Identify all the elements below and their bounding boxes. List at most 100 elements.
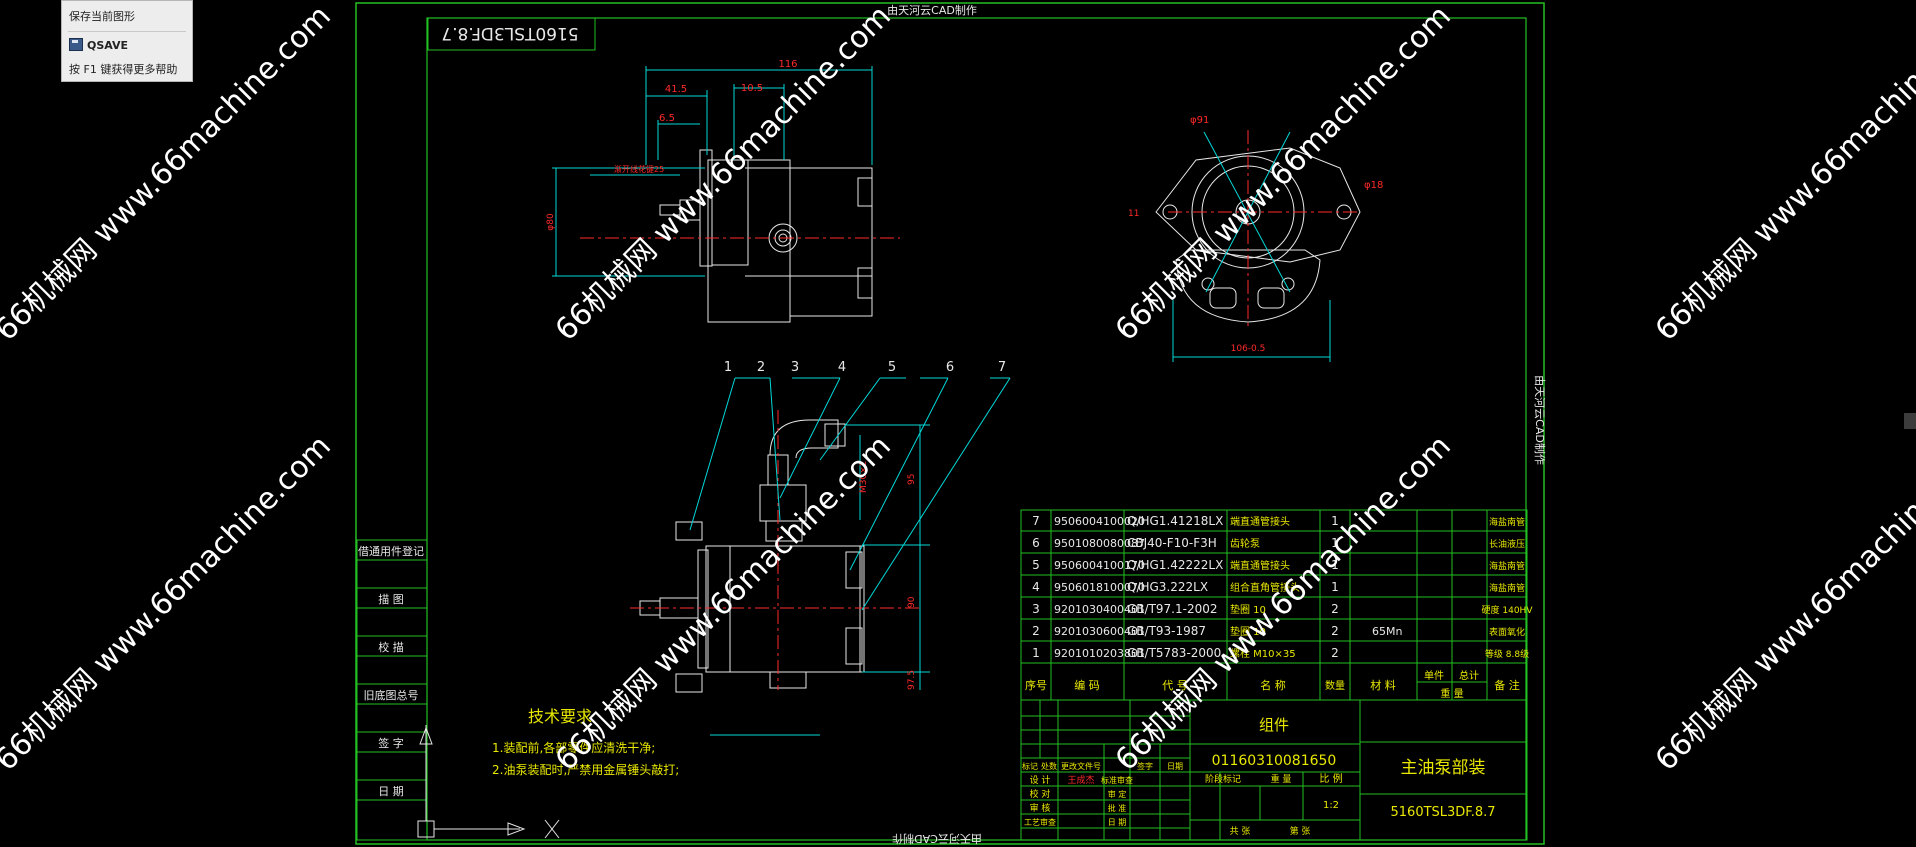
- dimension-label: φ80: [546, 213, 556, 231]
- bom-table: [1020, 509, 1528, 701]
- dimension-label: 95: [907, 474, 917, 485]
- bom-cell-std: GB/T5783-2000: [1127, 646, 1221, 660]
- balloon-5: 5: [888, 360, 896, 375]
- balloon-2: 2: [757, 360, 765, 375]
- stamp-label: 旧底图总号: [364, 688, 419, 702]
- bom-cell-note: 表面氧化: [1489, 626, 1525, 638]
- dimension-label: 106-0.5: [1231, 344, 1266, 354]
- watermark-text: 66机械网 www.66machine.com: [0, 429, 338, 778]
- bom-cell-std: Q/HG1.41218LX: [1127, 514, 1223, 528]
- role-label: 批 准: [1108, 803, 1127, 813]
- bom-cell-no: 6: [1032, 536, 1040, 550]
- bom-header-unit: 单件: [1424, 670, 1444, 682]
- inner-frame: [426, 17, 1527, 841]
- balloon-labels: 1 2 3 4 5 6 7: [724, 360, 1006, 375]
- bom-cell-name: 垫圈 10: [1230, 603, 1266, 616]
- dimension-label: 97.5: [907, 670, 917, 690]
- bom-header-total: 总计: [1459, 669, 1479, 682]
- mark-label: 标记: [1022, 761, 1038, 771]
- designer-name: 王成杰: [1067, 774, 1094, 786]
- role-label: 工艺审查: [1024, 817, 1056, 827]
- titleblock-scale-label: 比 例: [1319, 772, 1342, 785]
- dimension-label: 10.5: [741, 83, 763, 94]
- bom-cell-name: 端直通管接头: [1230, 559, 1290, 572]
- dimension-label: 90: [907, 596, 917, 608]
- bom-cell-name: 端直通管接头: [1230, 515, 1290, 528]
- mark-label: 更改文件号: [1061, 761, 1101, 771]
- dimension-label: φ18: [1364, 180, 1383, 191]
- role-label: 日 期: [1108, 818, 1127, 827]
- watermark-text: 66机械网 www.66machine.com: [1649, 0, 1916, 348]
- bom-cell-code: 9506018100070: [1054, 581, 1145, 594]
- titleblock-model: 5160TSL3DF.8.7: [1391, 805, 1496, 820]
- bom-cell-name: 垫圈 10: [1230, 625, 1266, 638]
- bom-cell-name: 组合直角管接头: [1230, 581, 1300, 594]
- balloon-7: 7: [998, 360, 1006, 375]
- bom-header-code: 编 码: [1074, 678, 1100, 692]
- balloon-3: 3: [791, 360, 799, 375]
- dimension-label: 41.5: [665, 84, 687, 95]
- titleblock-drawing-no: 01160310081650: [1212, 753, 1337, 769]
- bom-cell-code: 9201030400401: [1054, 603, 1145, 616]
- bom-cell-note: 海盐南管: [1489, 560, 1525, 572]
- bom-cell-no: 3: [1032, 602, 1040, 616]
- titleblock-sheet-label: 共 张: [1230, 826, 1251, 837]
- bom-cell-name: 螺栓 M10×35: [1230, 647, 1296, 660]
- tooltip-help: 按 F1 键获得更多帮助: [69, 63, 178, 76]
- dimension-label: 渐开线花键25: [614, 164, 664, 174]
- role-label: 校 对: [1030, 788, 1051, 800]
- stamp-label: 签 字: [378, 736, 404, 750]
- save-icon: [69, 38, 83, 51]
- watermarks: 66机械网 www.66machine.com 66机械网 www.66machi…: [0, 0, 1916, 778]
- role-label: 设 计: [1030, 774, 1051, 786]
- frame-side-note: 由天河云CAD制作: [1533, 375, 1547, 465]
- bom-header-std: 代 号: [1162, 679, 1188, 692]
- dimension-label: 6.5: [659, 113, 675, 124]
- bom-cell-no: 7: [1032, 514, 1040, 528]
- tech-requirement-line: 1.装配前,各部零件应清洗干净;: [492, 740, 655, 755]
- mark-label: 日期: [1167, 762, 1183, 771]
- tooltip-command-label: QSAVE: [87, 39, 129, 52]
- ucs-icon: [417, 725, 560, 839]
- bom-cell-code: 9201010203801: [1054, 647, 1145, 660]
- dimension-label: 116: [778, 59, 797, 70]
- bom-cell-std: GB/T97.1-2002: [1127, 602, 1218, 616]
- corner-code: 5160TSL3DF.8.7: [441, 23, 578, 43]
- dimension-label: 11: [1128, 209, 1139, 219]
- bom-cell-mat: 65Mn: [1372, 625, 1402, 638]
- titleblock-sheet-label: 第 张: [1290, 825, 1311, 837]
- tooltip-title: 保存当前图形: [69, 10, 135, 23]
- bom-cell-code: 9506004100020: [1054, 515, 1145, 528]
- bom-cell-no: 4: [1032, 580, 1040, 594]
- titleblock-mark-row: 标记 处数 更改文件号 签字 日期: [1022, 761, 1183, 771]
- role-label: 审 核: [1030, 802, 1051, 814]
- tech-requirement-line: 2.油泵装配时,严禁用金属锤头敲打;: [492, 762, 679, 777]
- bom-header-mat: 材 料: [1370, 678, 1396, 692]
- balloon-1: 1: [724, 360, 732, 375]
- frame-bottom-note: 由天河云CAD制作: [892, 832, 982, 846]
- bom-cell-code: 9201030600401: [1054, 625, 1145, 638]
- titleblock-category: 组件: [1259, 716, 1289, 734]
- bom-cell-name: 齿轮泵: [1230, 537, 1260, 550]
- bom-cell-qty: 1: [1331, 536, 1339, 550]
- stamp-label: 日 期: [378, 785, 404, 798]
- title-block: [1020, 699, 1528, 841]
- bom-header: 序号 编 码 代 号 名 称 数量 材 料 单件 总计 重 量 备 注: [1025, 669, 1520, 700]
- left-stamp-column: 借通用件登记 描 图 校 描 旧底图总号 签 字 日 期: [356, 539, 428, 841]
- bom-cell-std: Q/HG3.222LX: [1127, 580, 1208, 594]
- watermark-text: 66机械网 www.66machine.com: [1649, 429, 1916, 778]
- bom-cell-no: 2: [1032, 624, 1040, 638]
- bom-cell-code: 9506004100170: [1054, 559, 1145, 572]
- pump-side-view: 116 41.5 10.5 6.5 φ80 渐开线花键25: [546, 59, 900, 323]
- assembly-view: [630, 377, 1011, 736]
- bom-cell-qty: 2: [1331, 602, 1339, 616]
- bom-cell-std: Q/HG1.42222LX: [1127, 558, 1223, 572]
- watermark-text: 66机械网 www.66machine.com: [0, 0, 338, 348]
- bom-cell-qty: 2: [1331, 646, 1339, 660]
- tech-requirements-title: 技术要求: [528, 707, 592, 726]
- bom-header-weight: 重 量: [1440, 687, 1463, 700]
- titleblock-roles: 设 计 校 对 审 核 工艺审查 王成杰 标准审查 审 定 批 准 日 期: [1024, 774, 1133, 827]
- watermark-text: 66机械网 www.66machine.com: [1109, 0, 1458, 348]
- vertical-scrollbar[interactable]: [1904, 413, 1916, 429]
